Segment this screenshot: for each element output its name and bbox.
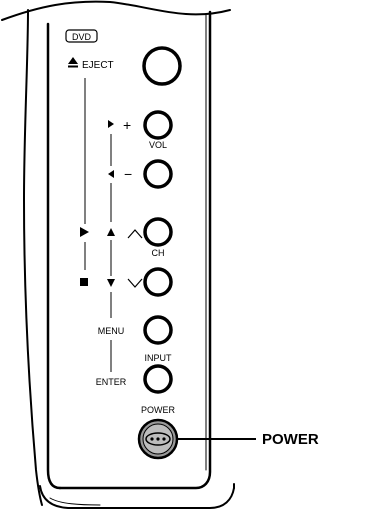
right-arrow-icon (108, 120, 114, 128)
device-body (1, 0, 235, 509)
ch-up-chevron-icon (127, 229, 143, 239)
power-indicator-icon (145, 432, 171, 446)
vol-label: VOL (149, 140, 167, 150)
enter-label: ENTER (96, 377, 127, 387)
down-arrow-icon (107, 279, 115, 287)
menu-label: MENU (98, 326, 125, 336)
svg-text:DVD: DVD (72, 32, 92, 42)
vol-minus-sign: − (124, 166, 132, 182)
vol-up-button[interactable] (143, 110, 173, 140)
power-callout-label: POWER (262, 431, 319, 448)
menu-button[interactable] (143, 315, 173, 345)
ch-label: CH (152, 248, 165, 258)
eject-icon (68, 57, 78, 68)
stop-icon (80, 278, 88, 286)
input-button[interactable] (143, 364, 173, 394)
left-arrow-icon (108, 170, 114, 178)
play-icon (80, 227, 89, 237)
vol-plus-sign: + (123, 117, 131, 133)
dvd-badge: DVD (65, 29, 98, 43)
power-button[interactable] (137, 418, 179, 460)
vol-down-button[interactable] (143, 159, 173, 189)
ch-up-button[interactable] (143, 217, 173, 247)
ch-down-chevron-icon (127, 278, 143, 288)
ch-down-button[interactable] (143, 267, 173, 297)
up-arrow-icon (107, 228, 115, 236)
power-label: POWER (141, 405, 176, 415)
eject-button[interactable] (142, 46, 182, 86)
input-label: INPUT (145, 353, 173, 363)
eject-label: EJECT (82, 60, 114, 71)
